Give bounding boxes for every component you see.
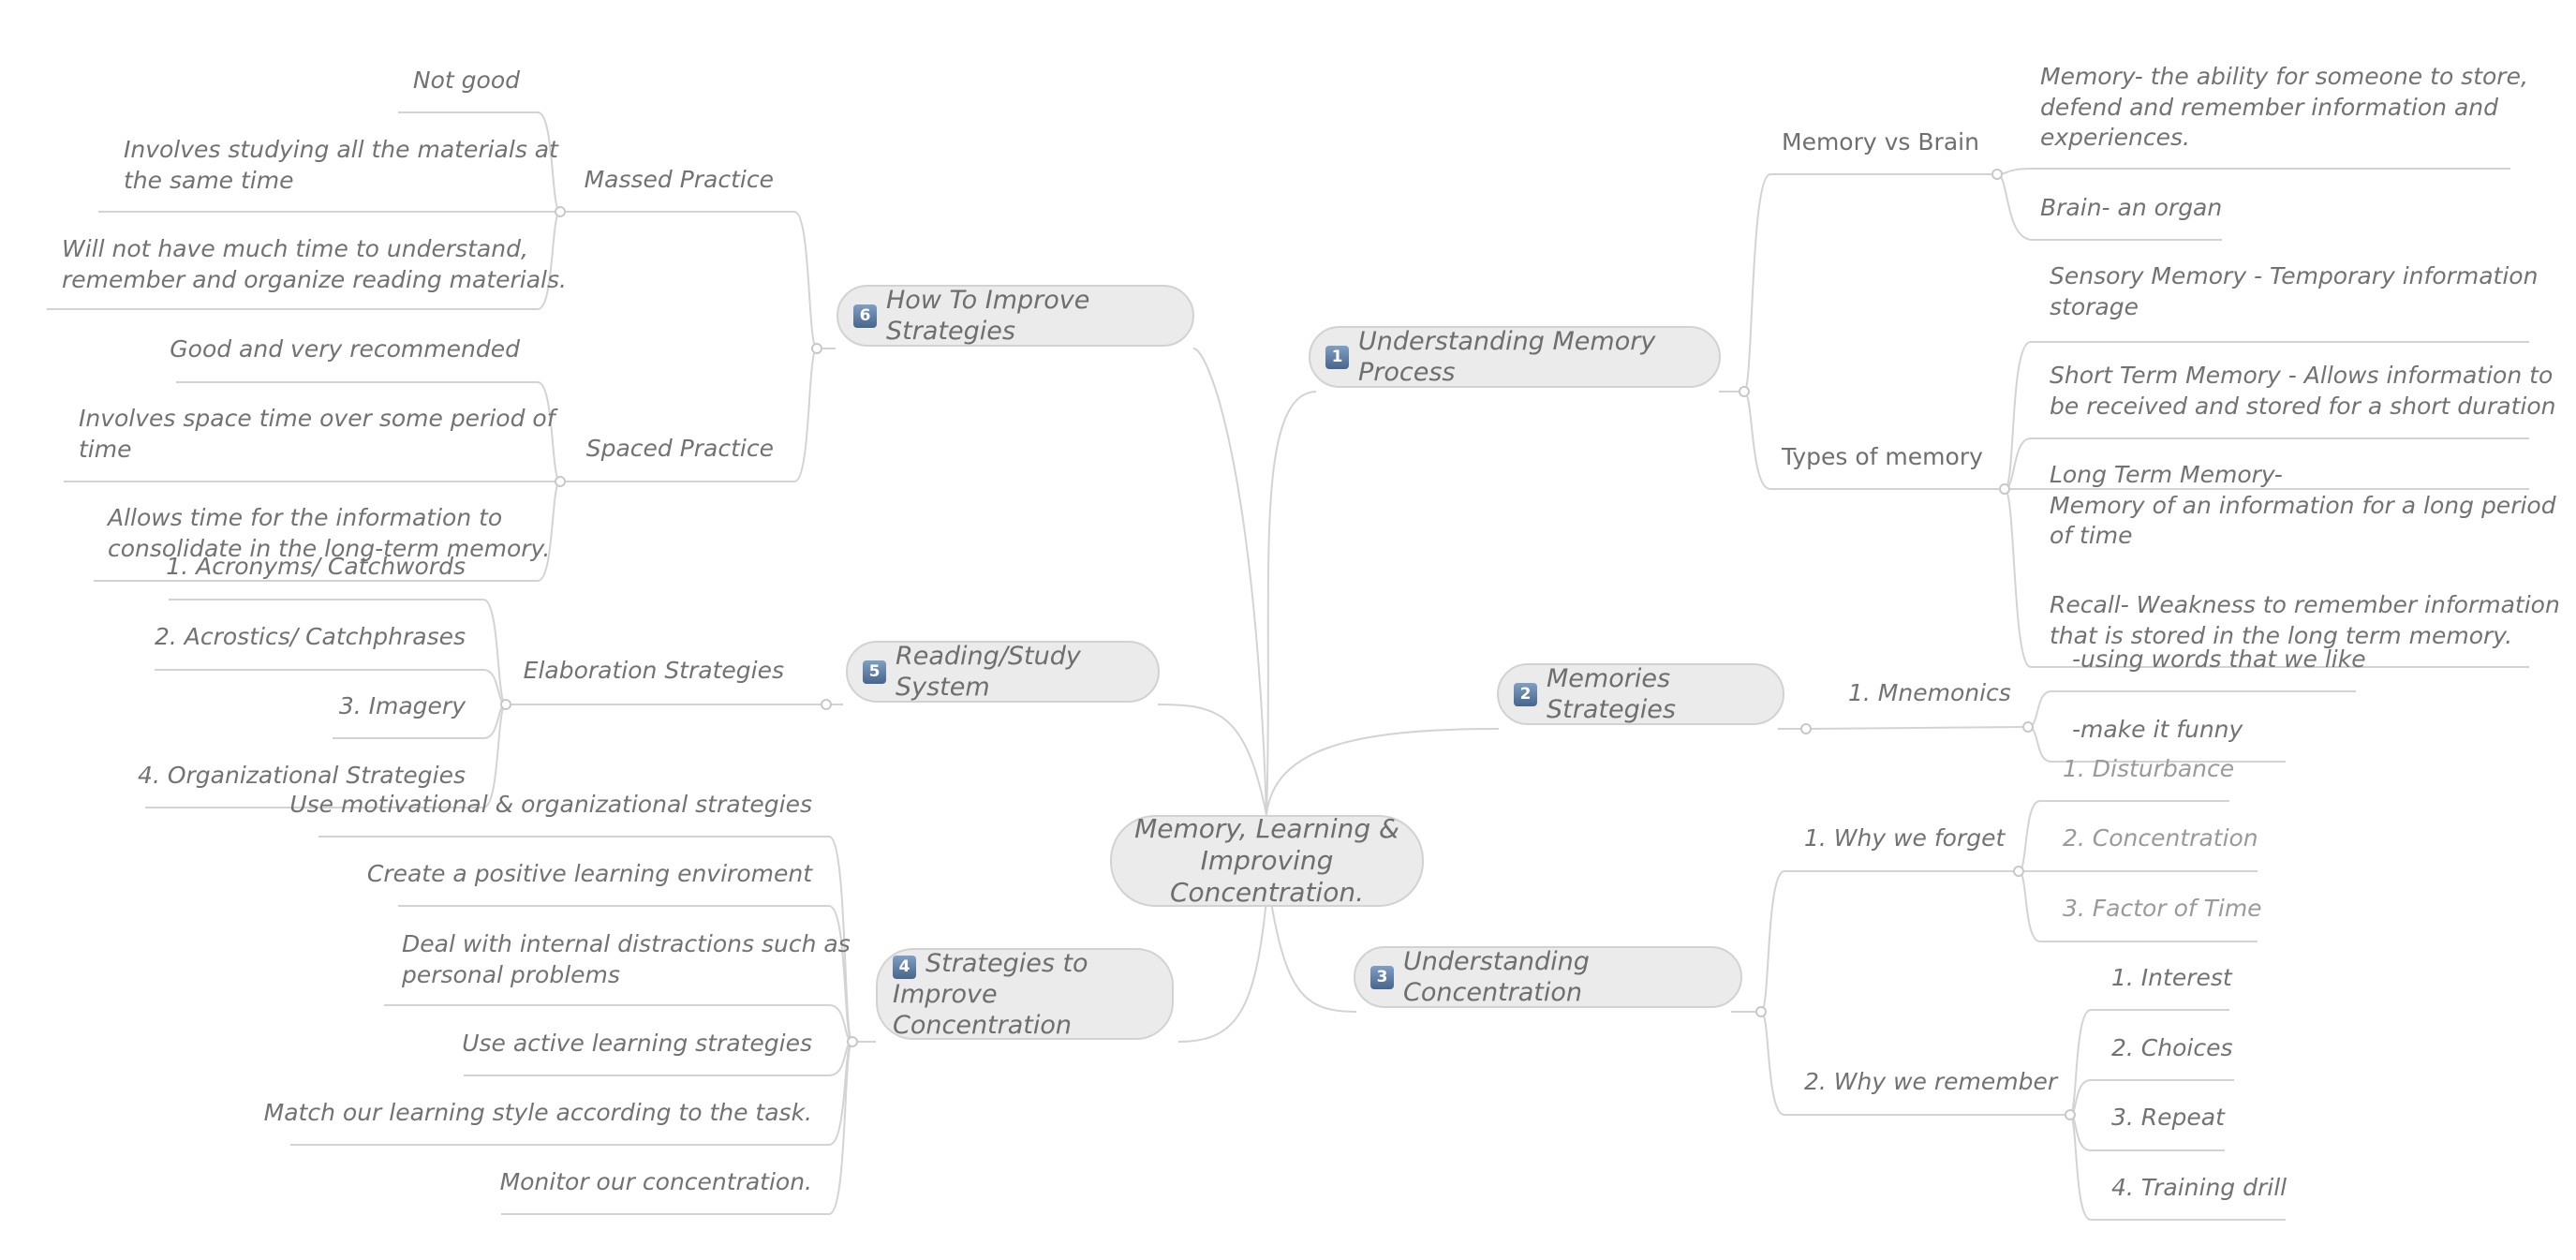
topic-reading-study-system[interactable]: 5 Reading/Study System <box>846 641 1160 703</box>
elaboration-item[interactable]: 1. Acronyms/ Catchwords <box>166 553 466 580</box>
number-4-icon: 4 <box>893 955 916 979</box>
remember-item[interactable]: 2. Choices <box>2111 1034 2233 1061</box>
brain-definition-text[interactable]: Brain- an organ <box>2040 194 2223 221</box>
mnemonics-item[interactable]: -make it funny <box>2072 716 2243 743</box>
concentration-item-line1: Deal with internal distractions such as <box>402 930 851 957</box>
number-1-icon: 1 <box>1325 345 1349 369</box>
concentration-strategy-item[interactable]: Use active learning strategies <box>462 1030 812 1057</box>
topic-label: How To Improve Strategies <box>886 286 1090 346</box>
recall-line1: Recall- Weakness to remember information <box>2050 591 2560 618</box>
central-topic[interactable]: Memory, Learning & Improving Concentrati… <box>1110 813 1424 908</box>
topic-label: Understanding Memory Process <box>1358 327 1656 387</box>
elaboration-item[interactable]: 4. Organizational Strategies <box>138 762 466 789</box>
spaced-item[interactable]: Good and very recommended <box>170 335 520 363</box>
sensory-memory-text[interactable]: Sensory Memory - Temporary information s… <box>2050 261 2538 322</box>
topic-understanding-concentration[interactable]: 3 Understanding Concentration <box>1354 946 1742 1008</box>
elaboration-item[interactable]: 2. Acrostics/ Catchphrases <box>154 623 466 650</box>
massed-item[interactable]: Not good <box>412 67 520 94</box>
memory-definition-text[interactable]: Memory- the ability for someone to store… <box>2040 62 2528 154</box>
long-term-line1: Long Term Memory- <box>2050 461 2283 488</box>
recall-line2: that is stored in the long term memory. <box>2050 621 2513 649</box>
spaced-item-line1: Involves space time over some period of <box>79 405 555 432</box>
concentration-strategy-item[interactable]: Deal with internal distractions such as … <box>402 929 851 990</box>
short-term-line2: be received and stored for a short durat… <box>2050 392 2556 420</box>
spaced-item-line2: time <box>79 435 132 463</box>
memory-definition-line3: experiences. <box>2040 124 2190 151</box>
subtopic-why-we-forget[interactable]: 1. Why we forget <box>1804 824 2006 852</box>
sensory-line2: storage <box>2050 292 2139 320</box>
central-topic-line1: Memory, Learning & <box>1134 813 1399 844</box>
forget-item[interactable]: 3. Factor of Time <box>2063 895 2262 922</box>
number-5-icon: 5 <box>863 660 886 684</box>
subtopic-mnemonics[interactable]: 1. Mnemonics <box>1848 679 2011 706</box>
mnemonics-item[interactable]: -using words that we like <box>2072 645 2366 673</box>
subtopic-spaced-practice[interactable]: Spaced Practice <box>585 435 774 462</box>
massed-item-line2: remember and organize reading materials. <box>62 265 567 293</box>
massed-item-line2: the same time <box>124 166 294 194</box>
remember-item[interactable]: 4. Training drill <box>2111 1174 2287 1201</box>
topic-label: Reading/Study System <box>896 642 1081 702</box>
subtopic-elaboration-strategies[interactable]: Elaboration Strategies <box>523 657 784 684</box>
topic-understanding-memory-process[interactable]: 1 Understanding Memory Process <box>1309 326 1721 388</box>
concentration-strategy-item[interactable]: Monitor our concentration. <box>499 1168 812 1195</box>
subtopic-massed-practice[interactable]: Massed Practice <box>584 166 774 193</box>
topic-label-line2: Concentration <box>893 1010 1073 1040</box>
forget-item[interactable]: 2. Concentration <box>2063 824 2258 852</box>
long-term-memory-text[interactable]: Long Term Memory- Memory of an informati… <box>2050 460 2556 552</box>
elaboration-item[interactable]: 3. Imagery <box>338 692 466 719</box>
topic-label-line1: Strategies to Improve <box>893 948 1088 1009</box>
remember-item[interactable]: 3. Repeat <box>2111 1104 2225 1131</box>
long-term-line2: Memory of an information for a long peri… <box>2050 491 2556 519</box>
massed-item-line1: Will not have much time to understand, <box>62 235 528 262</box>
concentration-strategy-item[interactable]: Use motivational & organizational strate… <box>289 791 812 818</box>
massed-item-line1: Involves studying all the materials at <box>124 136 558 163</box>
number-3-icon: 3 <box>1370 965 1394 989</box>
recall-text[interactable]: Recall- Weakness to remember information… <box>2050 590 2560 651</box>
topic-memories-strategies[interactable]: 2 Memories Strategies <box>1497 663 1784 725</box>
sensory-line1: Sensory Memory - Temporary information <box>2050 262 2539 289</box>
concentration-strategy-item[interactable]: Match our learning style according to th… <box>263 1099 812 1126</box>
massed-item[interactable]: Involves studying all the materials at t… <box>124 135 558 196</box>
long-term-line3: of time <box>2050 522 2133 549</box>
spaced-item-line2: consolidate in the long-term memory. <box>108 534 551 562</box>
spaced-item[interactable]: Allows time for the information to conso… <box>108 503 550 564</box>
number-6-icon: 6 <box>853 304 877 328</box>
subtopic-memory-vs-brain[interactable]: Memory vs Brain <box>1782 128 1979 156</box>
topic-how-to-improve-strategies[interactable]: 6 How To Improve Strategies <box>836 285 1194 347</box>
concentration-item-line2: personal problems <box>402 960 620 988</box>
topic-label: Understanding Concentration <box>1403 947 1590 1007</box>
subtopic-types-of-memory[interactable]: Types of memory <box>1782 443 1983 470</box>
remember-item[interactable]: 1. Interest <box>2111 964 2232 991</box>
forget-item[interactable]: 1. Disturbance <box>2063 755 2235 782</box>
massed-item[interactable]: Will not have much time to understand, r… <box>62 234 567 295</box>
memory-definition-line1: Memory- the ability for someone to store… <box>2040 63 2528 90</box>
spaced-item-line1: Allows time for the information to <box>108 504 503 531</box>
spaced-item[interactable]: Involves space time over some period of … <box>79 404 555 465</box>
subtopic-why-we-remember[interactable]: 2. Why we remember <box>1804 1068 2058 1095</box>
topic-label: Memories Strategies <box>1547 664 1676 724</box>
short-term-line1: Short Term Memory - Allows information t… <box>2050 362 2554 389</box>
concentration-strategy-item[interactable]: Create a positive learning enviroment <box>366 860 812 887</box>
memory-definition-line2: defend and remember information and <box>2040 93 2499 121</box>
central-topic-line2: Improving Concentration. <box>1170 845 1364 908</box>
number-2-icon: 2 <box>1514 682 1537 706</box>
short-term-memory-text[interactable]: Short Term Memory - Allows information t… <box>2050 361 2555 422</box>
